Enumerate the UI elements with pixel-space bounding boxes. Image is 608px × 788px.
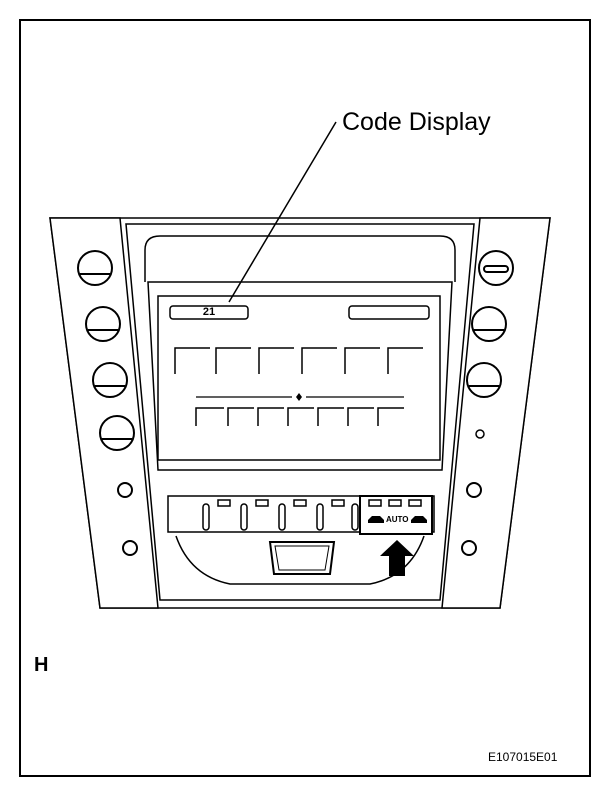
right-side-column xyxy=(441,217,551,609)
upper-softkey-row xyxy=(174,347,423,374)
left-side-column xyxy=(49,217,159,609)
right-knob-2[interactable] xyxy=(471,306,507,342)
left-knob-4[interactable] xyxy=(99,415,135,451)
left-knob-3[interactable] xyxy=(92,362,128,398)
left-knobs xyxy=(77,250,138,556)
slider-button-4[interactable] xyxy=(316,503,324,531)
slider-button-5[interactable] xyxy=(351,503,359,531)
center-button-inner xyxy=(274,545,330,571)
auto-label: AUTO xyxy=(386,515,409,524)
slider-button-1[interactable] xyxy=(202,503,210,531)
right-button-4[interactable] xyxy=(475,429,485,439)
arrow-up-icon xyxy=(380,540,414,576)
right-button-6[interactable] xyxy=(461,540,477,556)
callout-leader-line xyxy=(228,121,337,303)
figure-id: E107015E01 xyxy=(488,750,558,764)
code-display-value: 21 xyxy=(202,306,216,318)
top-right-display-box xyxy=(348,305,430,320)
figure-frame xyxy=(19,19,591,777)
display-screen xyxy=(157,295,441,461)
callout-label: Code Display xyxy=(342,108,491,136)
center-button[interactable] xyxy=(268,541,336,575)
screen-bezel xyxy=(144,235,456,282)
left-button-5[interactable] xyxy=(117,482,133,498)
car-recirculation-icon xyxy=(368,516,384,523)
fan-icon xyxy=(296,393,302,401)
slider-buttons xyxy=(202,499,359,531)
left-button-6[interactable] xyxy=(122,540,138,556)
left-knob-1[interactable] xyxy=(77,250,113,286)
slider-button-2[interactable] xyxy=(240,503,248,531)
right-button-5[interactable] xyxy=(466,482,482,498)
code-display-box xyxy=(169,305,249,320)
left-knob-2[interactable] xyxy=(85,306,121,342)
bottom-housing-curve xyxy=(175,535,425,585)
right-knob-3[interactable] xyxy=(466,362,502,398)
slider-button-3[interactable] xyxy=(278,503,286,531)
car-fresh-air-icon xyxy=(411,516,427,523)
lower-softkey-row xyxy=(195,407,404,426)
view-letter: H xyxy=(34,654,49,676)
right-knobs xyxy=(461,250,514,556)
